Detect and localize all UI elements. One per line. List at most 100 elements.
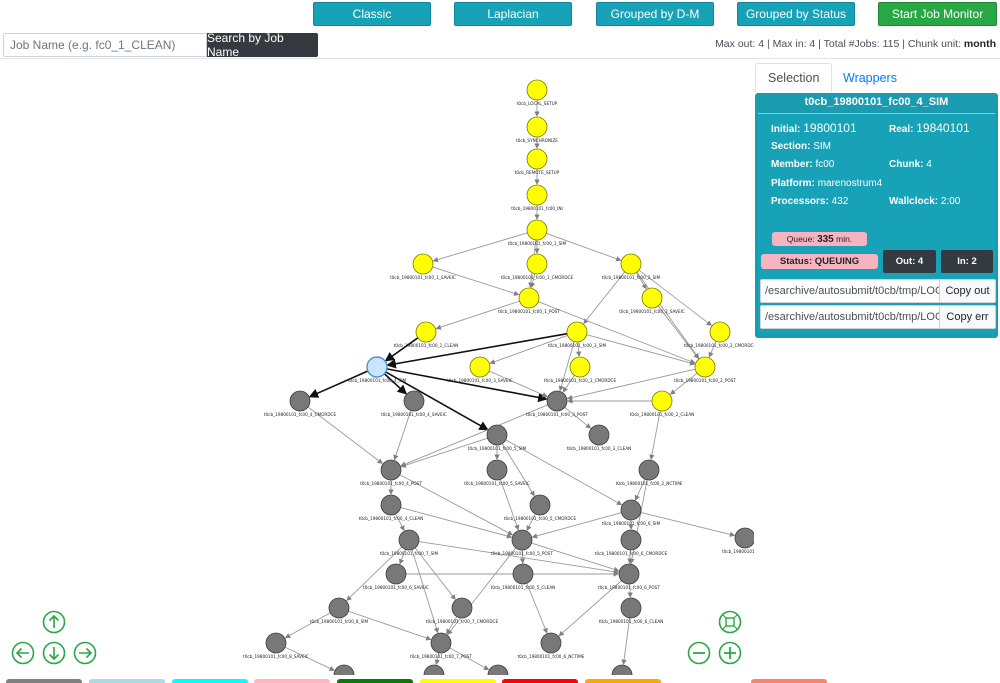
- job-node[interactable]: [618, 563, 640, 585]
- job-node[interactable]: [486, 459, 508, 481]
- selection-panel: t0cb_19800101_fc00_4_SIM Initial: 198001…: [755, 93, 998, 338]
- job-node[interactable]: [620, 597, 642, 619]
- job-node[interactable]: [380, 494, 402, 516]
- job-node[interactable]: [526, 148, 548, 170]
- legend-swatch[interactable]: [751, 679, 827, 683]
- dependency-edge: [526, 513, 536, 532]
- platform-field: Platform: marenostrum4: [771, 178, 883, 189]
- legend-swatch[interactable]: [254, 679, 330, 683]
- job-node[interactable]: [566, 321, 588, 343]
- job-node[interactable]: [526, 79, 548, 101]
- dependency-edge: [546, 232, 622, 262]
- dependency-edge: [505, 439, 623, 506]
- dependency-edge: [432, 232, 528, 263]
- job-node[interactable]: [518, 287, 540, 309]
- job-node[interactable]: [289, 390, 311, 412]
- arrow-up-icon[interactable]: [42, 610, 66, 634]
- tab-selection[interactable]: Selection: [755, 63, 833, 93]
- job-node[interactable]: [415, 321, 437, 343]
- job-node[interactable]: [430, 632, 452, 654]
- job-node-label: t0cb_19800101_fc00_5_CMORDCE: [504, 516, 577, 521]
- in-dependencies-button[interactable]: In: 2: [941, 250, 993, 273]
- graph-edges: [284, 100, 736, 671]
- job-name-search-input[interactable]: [3, 33, 207, 57]
- arrow-left-icon[interactable]: [11, 641, 35, 665]
- dependency-edge: [583, 271, 626, 325]
- job-node[interactable]: [546, 390, 568, 412]
- job-node[interactable]: [709, 321, 731, 343]
- copy-out-button[interactable]: Copy out: [939, 280, 995, 302]
- job-node[interactable]: [487, 664, 509, 675]
- job-graph-canvas[interactable]: t0cb_LOCAL_SETUPt0cb_SYNCHRONIZEt0cb_REM…: [0, 60, 754, 675]
- zoom-out-icon[interactable]: [687, 641, 711, 665]
- job-node[interactable]: [512, 563, 534, 585]
- job-node[interactable]: [526, 219, 548, 241]
- job-node[interactable]: [385, 563, 407, 585]
- dependency-edge: [346, 546, 403, 601]
- graph-stats: Max out: 4 | Max in: 4 | Total #Jobs: 11…: [715, 38, 996, 50]
- job-node[interactable]: [412, 253, 434, 275]
- job-node[interactable]: [526, 253, 548, 275]
- start-job-monitor-button[interactable]: Start Job Monitor: [878, 2, 997, 26]
- legend-swatch[interactable]: [585, 679, 661, 683]
- job-node[interactable]: [423, 664, 445, 675]
- arrow-right-icon[interactable]: [73, 641, 97, 665]
- job-node[interactable]: [588, 424, 610, 446]
- member-field: Member: fc00: [771, 159, 835, 170]
- job-node-label: t0cb_19800101_fc00_2_POST: [674, 378, 736, 383]
- job-node[interactable]: [638, 459, 660, 481]
- job-node[interactable]: [569, 356, 591, 378]
- legend-swatch[interactable]: [6, 679, 82, 683]
- job-node-label: t0cb_19800101_fc00_6_CMORDCE: [595, 551, 668, 556]
- job-node[interactable]: [694, 356, 716, 378]
- job-node[interactable]: [398, 529, 420, 551]
- err-log-path[interactable]: /esarchive/autosubmit/t0cb/tmp/LOG_t0cb/…: [765, 311, 941, 323]
- laplacian-view-button[interactable]: Laplacian: [454, 2, 572, 26]
- job-node[interactable]: [620, 253, 642, 275]
- legend-swatch[interactable]: [172, 679, 248, 683]
- job-node[interactable]: [611, 664, 633, 675]
- job-node[interactable]: [734, 527, 754, 549]
- tab-wrappers[interactable]: Wrappers: [843, 71, 897, 85]
- arrow-down-icon[interactable]: [42, 641, 66, 665]
- job-node[interactable]: [265, 632, 287, 654]
- job-node[interactable]: [403, 390, 425, 412]
- zoom-in-icon[interactable]: [718, 641, 742, 665]
- job-node[interactable]: [620, 499, 642, 521]
- job-node-label: t0cb_19800101_fc00_2_SAVEIC: [619, 309, 685, 314]
- grouped-by-status-button[interactable]: Grouped by Status: [737, 2, 855, 26]
- dependency-edge: [400, 404, 548, 467]
- job-node[interactable]: [451, 597, 473, 619]
- job-node[interactable]: [469, 356, 491, 378]
- grouped-by-dm-button[interactable]: Grouped by D-M: [596, 2, 714, 26]
- job-node-label: t0cb_19800101_fc00_6_SIM: [602, 521, 661, 526]
- legend-swatch[interactable]: [337, 679, 413, 683]
- job-node[interactable]: [526, 116, 548, 138]
- processors-field: Processors: 432: [771, 196, 849, 207]
- out-log-path[interactable]: /esarchive/autosubmit/t0cb/tmp/LOG_t0cb/…: [765, 285, 941, 297]
- job-node[interactable]: [526, 184, 548, 206]
- job-node[interactable]: [511, 529, 533, 551]
- job-node[interactable]: [486, 424, 508, 446]
- legend-swatch[interactable]: [420, 679, 496, 683]
- job-node[interactable]: [620, 529, 642, 551]
- selected-job-node[interactable]: [366, 356, 388, 378]
- out-dependencies-button[interactable]: Out: 4: [883, 250, 936, 273]
- job-node[interactable]: [333, 664, 355, 675]
- copy-err-button[interactable]: Copy err: [939, 306, 995, 328]
- job-node[interactable]: [380, 459, 402, 481]
- legend-swatch[interactable]: [89, 679, 165, 683]
- search-by-job-name-button[interactable]: Search by Job Name: [207, 31, 318, 59]
- job-node[interactable]: [641, 287, 663, 309]
- real-field: Real: 19840101: [889, 121, 970, 135]
- job-node[interactable]: [328, 597, 350, 619]
- legend-swatch[interactable]: [668, 679, 744, 683]
- job-node[interactable]: [651, 390, 673, 412]
- dependency-edge: [564, 406, 592, 429]
- dependency-edge: [393, 410, 412, 461]
- fit-view-icon[interactable]: [718, 610, 742, 634]
- job-node[interactable]: [529, 494, 551, 516]
- legend-swatch[interactable]: [502, 679, 578, 683]
- job-node[interactable]: [540, 632, 562, 654]
- classic-view-button[interactable]: Classic: [313, 2, 431, 26]
